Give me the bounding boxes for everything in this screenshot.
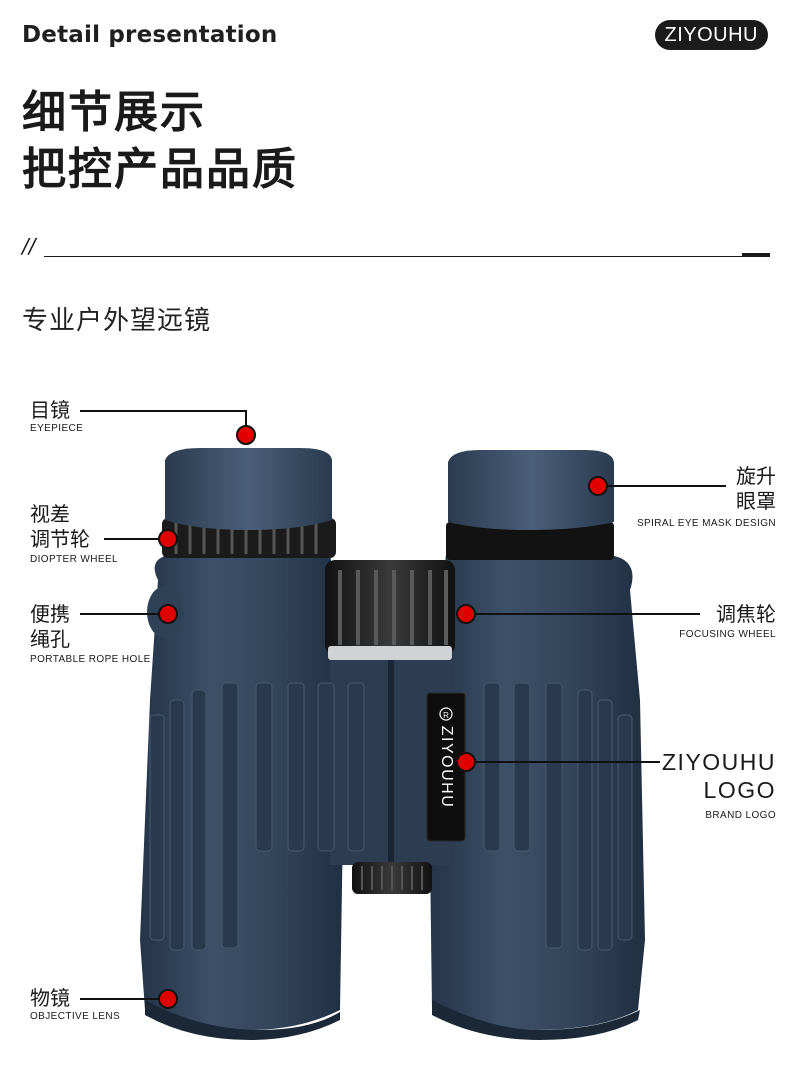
label-rope-hole: 便携 绳孔 PORTABLE ROPE HOLE <box>30 602 151 665</box>
label-eyepiece-cn: 目镜 <box>30 398 70 422</box>
label-rope-hole-cn2: 绳孔 <box>30 627 70 651</box>
left-ribs <box>149 682 365 951</box>
divider-accent <box>742 253 770 257</box>
eye-mask-marker <box>588 476 608 496</box>
label-focusing-cn: 调焦轮 <box>716 602 776 626</box>
label-diopter-cn2: 调节轮 <box>30 527 90 551</box>
diopter-marker <box>158 529 178 549</box>
section-subtitle: 专业户外望远镜 <box>22 306 212 336</box>
label-objective-cn: 物镜 <box>30 986 70 1010</box>
label-eye-mask-cn2: 眼罩 <box>736 489 776 513</box>
divider-line <box>44 256 770 257</box>
label-brand-logo-line1: ZIYOUHU <box>662 749 776 775</box>
label-focusing: 调焦轮 FOCUSING WHEEL <box>679 602 776 640</box>
label-diopter-cn1: 视差 <box>30 502 70 526</box>
focusing-wheel-chrome <box>328 646 452 660</box>
label-eye-mask-en: SPIRAL EYE MASK DESIGN <box>636 518 776 529</box>
label-eyepiece: 目镜 EYEPIECE <box>30 398 83 434</box>
leader-lines <box>80 410 726 1000</box>
bottom-knob-grip <box>361 866 423 890</box>
label-brand-logo-line2: LOGO <box>703 777 776 803</box>
logo-text: ZIYOUHU <box>438 726 455 809</box>
right-eyecup-ring <box>446 522 614 560</box>
header-title: Detail presentation <box>22 22 278 48</box>
label-eyepiece-en: EYEPIECE <box>30 423 84 434</box>
label-rope-hole-cn1: 便携 <box>30 602 70 626</box>
markers <box>158 425 608 1009</box>
label-brand-logo-en: BRAND LOGO <box>705 810 776 821</box>
label-objective: 物镜 OBJECTIVE LENS <box>30 986 120 1022</box>
rope-hole-marker <box>158 604 178 624</box>
label-eye-mask: 旋升 眼罩 SPIRAL EYE MASK DESIGN <box>637 464 776 529</box>
label-focusing-en: FOCUSING WHEEL <box>679 629 776 640</box>
eyepiece-marker <box>236 425 256 445</box>
label-objective-en: OBJECTIVE LENS <box>30 1011 121 1022</box>
label-brand-logo: ZIYOUHU LOGO BRAND LOGO <box>662 748 776 821</box>
separator-slash: // <box>22 234 36 258</box>
brand-badge: ZIYOUHU <box>654 20 768 50</box>
registered-mark: R <box>443 711 449 720</box>
title-line-1: 细节展示 <box>22 87 206 138</box>
label-eye-mask-cn1: 旋升 <box>736 464 776 488</box>
left-barrel <box>140 555 345 1040</box>
focusing-wheel <box>325 560 455 655</box>
registered-icon <box>439 707 453 721</box>
objective-marker <box>158 989 178 1009</box>
label-diopter-en: DIOPTER WHEEL <box>30 554 118 565</box>
label-diopter: 视差 调节轮 DIOPTER WHEEL <box>30 502 118 565</box>
left-eyecup <box>165 448 332 530</box>
logo-marker <box>456 752 476 772</box>
right-eyecup <box>448 450 614 530</box>
title-line-2: 把控产品品质 <box>22 144 298 195</box>
label-rope-hole-en: PORTABLE ROPE HOLE <box>30 654 151 665</box>
focusing-wheel-grip <box>338 570 448 645</box>
focusing-marker <box>456 604 476 624</box>
